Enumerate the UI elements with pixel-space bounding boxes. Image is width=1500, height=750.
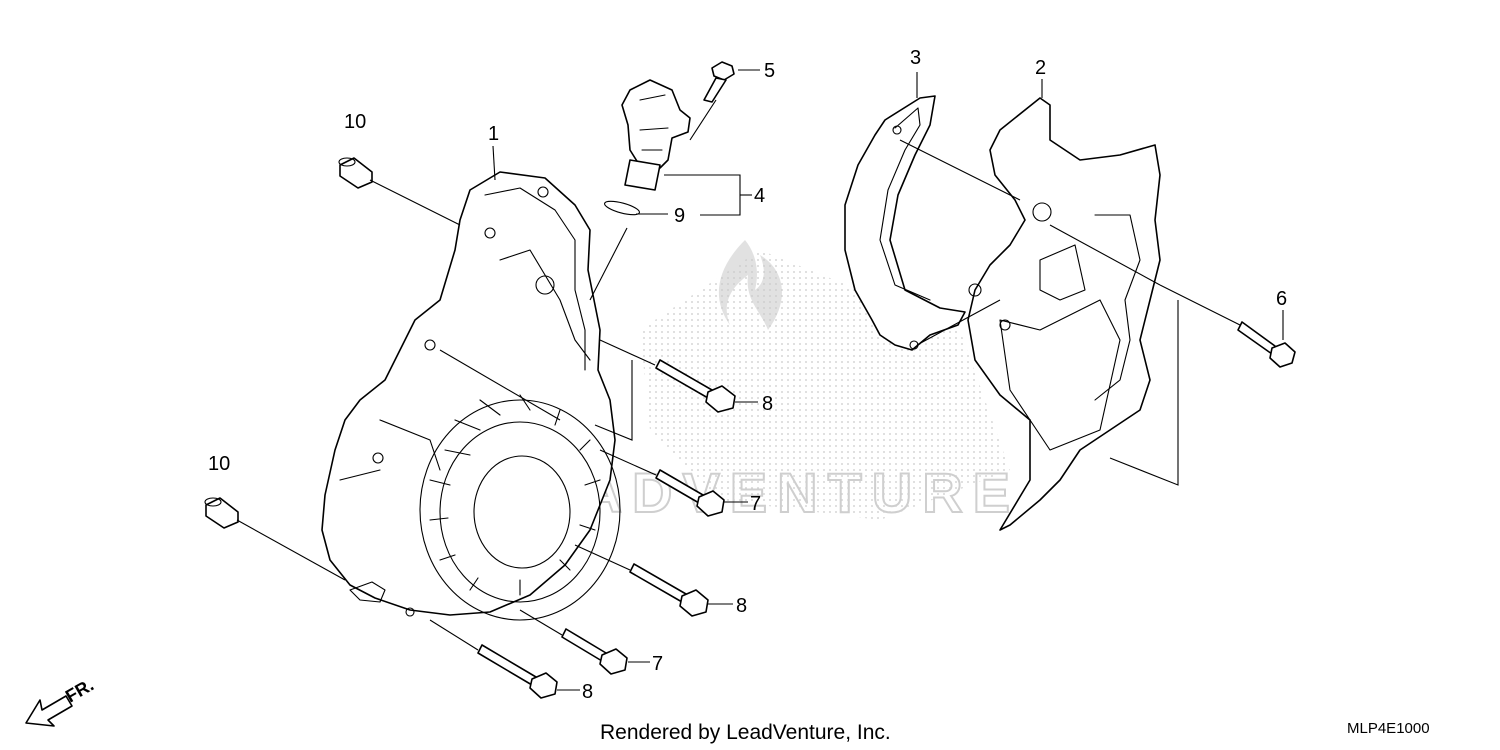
callout-8-lower: 8 bbox=[582, 681, 593, 703]
callout-10-lower: 10 bbox=[208, 453, 230, 475]
sensor-bolt bbox=[703, 61, 735, 103]
callout-8-upper: 8 bbox=[762, 393, 773, 415]
callout-4: 4 bbox=[754, 185, 765, 207]
callout-6: 6 bbox=[1276, 288, 1287, 310]
bolt-7-lower bbox=[561, 628, 628, 675]
front-direction-arrow: FR. bbox=[25, 675, 97, 727]
watermark-flame-icon bbox=[718, 240, 782, 330]
footer-credit: Rendered by LeadVenture, Inc. bbox=[600, 721, 891, 744]
callout-7-upper: 7 bbox=[750, 493, 761, 515]
callout-10-upper: 10 bbox=[344, 111, 366, 133]
alternator-cover bbox=[321, 171, 621, 621]
speed-sensor bbox=[604, 79, 691, 216]
bolt-8-middle bbox=[629, 563, 709, 617]
front-arrow-icon bbox=[25, 695, 73, 727]
callout-1: 1 bbox=[488, 123, 499, 145]
diagram-code: MLP4E1000 bbox=[1347, 720, 1430, 737]
dowel-pin-lower bbox=[204, 497, 239, 529]
bolt-7-upper bbox=[655, 469, 725, 517]
leader-lines bbox=[236, 69, 1284, 691]
callouts: 1 2 3 4 5 6 7 7 8 8 8 9 10 10 bbox=[208, 47, 1287, 703]
callout-7-lower: 7 bbox=[652, 653, 663, 675]
dowel-pin-upper bbox=[338, 157, 373, 189]
callout-9: 9 bbox=[674, 205, 685, 227]
sprocket-cover bbox=[967, 97, 1161, 531]
callout-2: 2 bbox=[1035, 57, 1046, 79]
bolt-8-upper bbox=[655, 359, 736, 413]
callout-8-middle: 8 bbox=[736, 595, 747, 617]
bolt-6 bbox=[1237, 321, 1296, 368]
callout-3: 3 bbox=[910, 47, 921, 69]
callout-5: 5 bbox=[764, 60, 775, 82]
bolt-8-lower bbox=[477, 644, 558, 699]
